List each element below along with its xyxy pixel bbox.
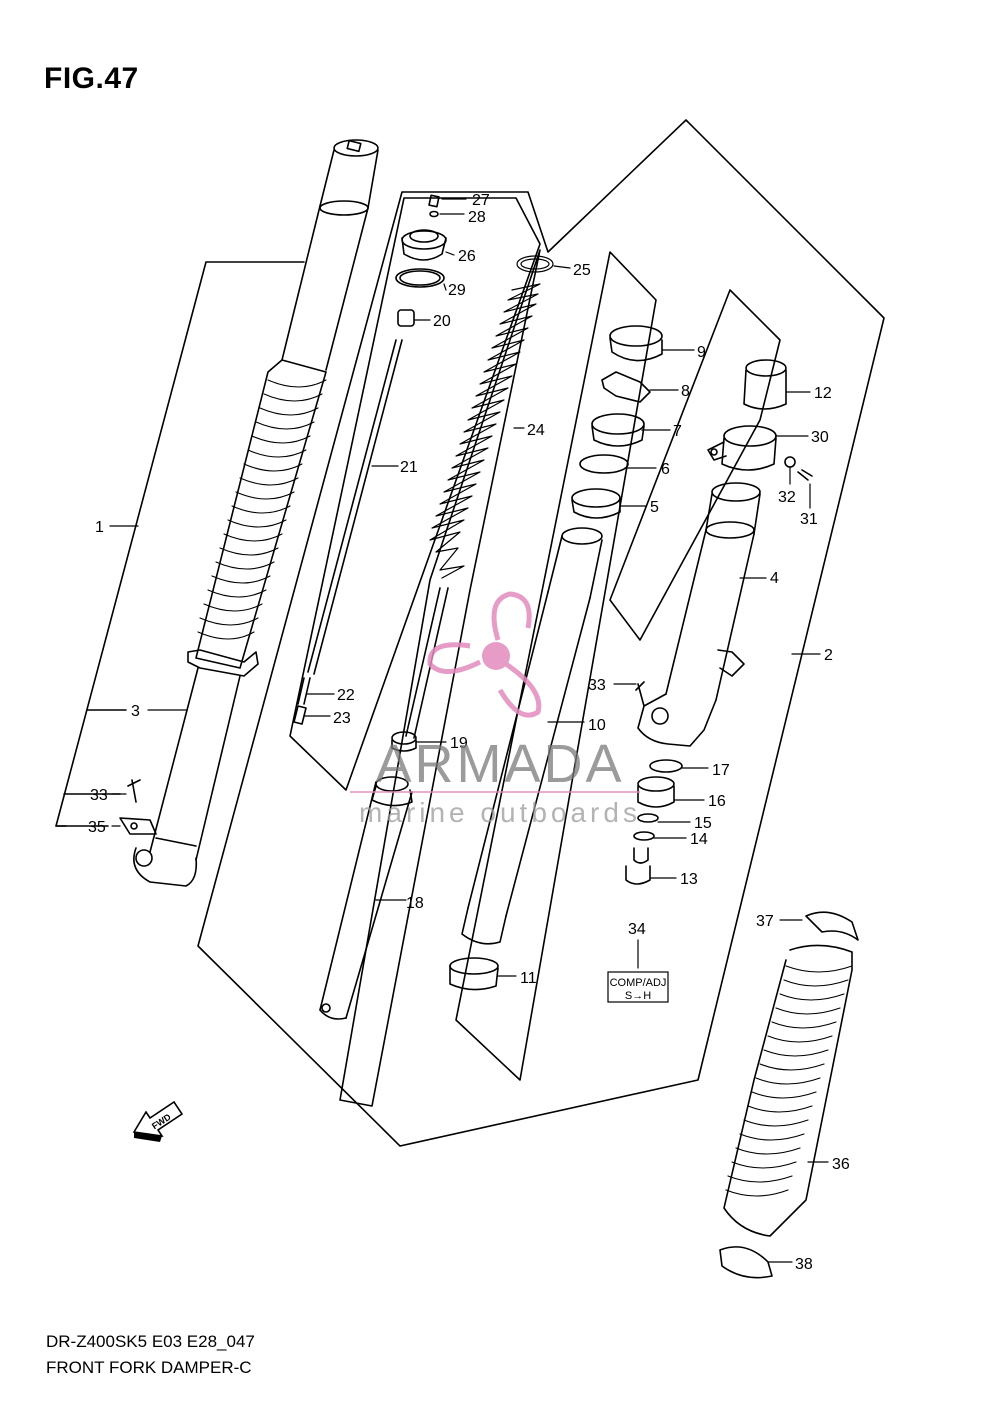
callout-18: 18 bbox=[406, 895, 424, 912]
base-valve-parts bbox=[625, 759, 683, 885]
callout-28: 28 bbox=[468, 209, 486, 226]
callout-37: 37 bbox=[756, 913, 774, 930]
group-outline-fork-assy bbox=[197, 119, 885, 1147]
armada-watermark: ARMADA marine outboards bbox=[350, 591, 641, 828]
callout-19: 19 bbox=[450, 735, 468, 752]
fork-boot-36 bbox=[719, 911, 859, 1279]
fwd-arrow-icon: FWD bbox=[132, 1100, 184, 1142]
callout-25: 25 bbox=[573, 262, 591, 279]
decal-line2: S→H bbox=[625, 990, 651, 1002]
callout-27: 27 bbox=[472, 192, 490, 209]
callout-34: 34 bbox=[628, 921, 646, 938]
callout-labels: 1 2 3 4 5 6 7 8 9 10 11 12 13 14 15 16 1… bbox=[88, 192, 850, 1273]
group-outline-damper bbox=[289, 197, 541, 791]
callout-21: 21 bbox=[400, 459, 418, 476]
inner-tube-10 bbox=[449, 527, 603, 991]
callout-20: 20 bbox=[433, 313, 451, 330]
propeller-logo-icon bbox=[427, 591, 542, 718]
callout-32: 32 bbox=[778, 489, 796, 506]
callout-9: 9 bbox=[697, 344, 706, 361]
watermark-brand: ARMADA bbox=[375, 734, 624, 794]
callout-6: 6 bbox=[661, 461, 670, 478]
damper-rod-21 bbox=[293, 339, 403, 725]
callout-13: 13 bbox=[680, 871, 698, 888]
callout-8: 8 bbox=[681, 383, 690, 400]
comp-adj-decal: COMP/ADJ S→H bbox=[607, 971, 669, 1003]
callout-24: 24 bbox=[527, 422, 545, 439]
damper-cylinder-18 bbox=[319, 587, 449, 1020]
group-outline-inner-tube bbox=[609, 289, 781, 641]
outer-tube-4 bbox=[635, 482, 761, 747]
figure-code: DR-Z400SK5 E03 E28_047 bbox=[46, 1332, 255, 1351]
decal-line1: COMP/ADJ bbox=[610, 977, 667, 989]
outer-fork-assembly bbox=[119, 139, 379, 887]
callout-33-right: 33 bbox=[588, 677, 606, 694]
callout-23: 23 bbox=[333, 710, 351, 727]
group-outline-rod bbox=[339, 249, 541, 1107]
callout-14: 14 bbox=[690, 831, 708, 848]
callout-26: 26 bbox=[458, 248, 476, 265]
leader-lines bbox=[109, 198, 829, 1263]
callout-17: 17 bbox=[712, 762, 730, 779]
outer-fork-boot-folds bbox=[197, 379, 327, 640]
callout-1: 1 bbox=[95, 519, 104, 536]
callout-33-left: 33 bbox=[90, 787, 108, 804]
callout-11: 11 bbox=[520, 970, 537, 987]
group-outline-seals bbox=[455, 251, 657, 1081]
callout-31: 31 bbox=[800, 511, 818, 528]
callout-30: 30 bbox=[811, 429, 829, 446]
callout-38: 38 bbox=[795, 1256, 813, 1273]
seal-stack bbox=[571, 325, 663, 519]
watermark-tagline: marine outboards bbox=[359, 797, 641, 828]
callout-10: 10 bbox=[588, 717, 606, 734]
callout-15: 15 bbox=[694, 815, 712, 832]
fork-spring-24 bbox=[429, 255, 554, 579]
callout-12: 12 bbox=[814, 385, 832, 402]
callout-35: 35 bbox=[88, 819, 106, 836]
callout-16: 16 bbox=[708, 793, 726, 810]
callout-22: 22 bbox=[337, 687, 355, 704]
cap-bolt-hardware bbox=[395, 194, 447, 327]
callout-3: 3 bbox=[131, 703, 140, 720]
callout-7: 7 bbox=[673, 423, 682, 440]
callout-36: 36 bbox=[832, 1156, 850, 1173]
figure-title: FIG.47 bbox=[44, 62, 139, 95]
callout-2: 2 bbox=[824, 647, 833, 664]
group-outline-outer-tube-assy bbox=[55, 261, 305, 827]
callout-5: 5 bbox=[650, 499, 659, 516]
callout-29: 29 bbox=[448, 282, 466, 299]
figure-name: FRONT FORK DAMPER-C bbox=[46, 1358, 252, 1377]
callout-4: 4 bbox=[770, 570, 779, 587]
